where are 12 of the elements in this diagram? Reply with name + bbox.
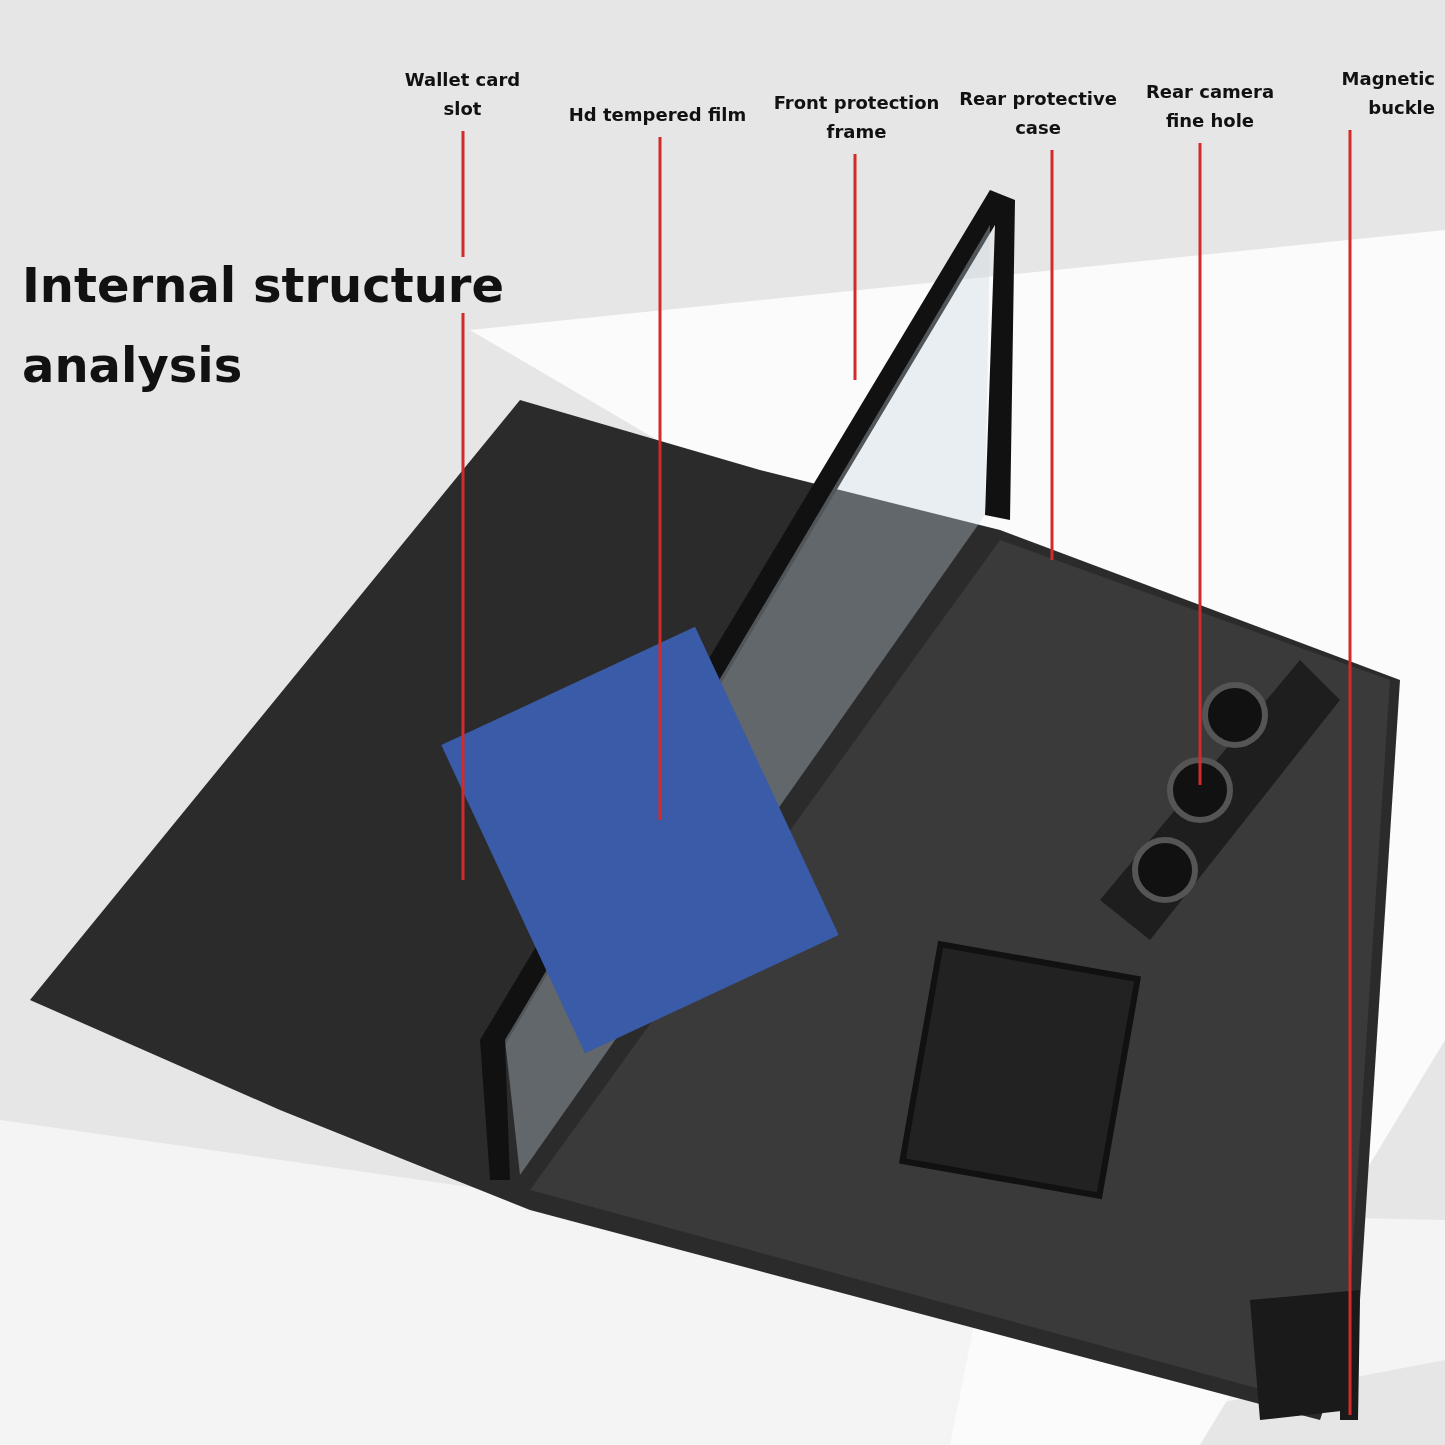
leader-line: [461, 131, 465, 880]
callout-label: Rear camera fine hole: [1130, 77, 1290, 135]
leader-line: [853, 154, 857, 380]
callout-label: Rear protective case: [948, 84, 1128, 142]
callout-label: Front protection frame: [764, 88, 949, 146]
callout-label: Hd tempered film: [550, 100, 765, 129]
callout-label: Wallet card slot: [390, 65, 535, 123]
leader-line: [1050, 150, 1054, 560]
callout-label: Magnetic buckle: [1315, 64, 1435, 122]
leader-line: [1198, 143, 1202, 785]
leader-line: [1348, 130, 1352, 1415]
leader-line: [658, 137, 662, 820]
